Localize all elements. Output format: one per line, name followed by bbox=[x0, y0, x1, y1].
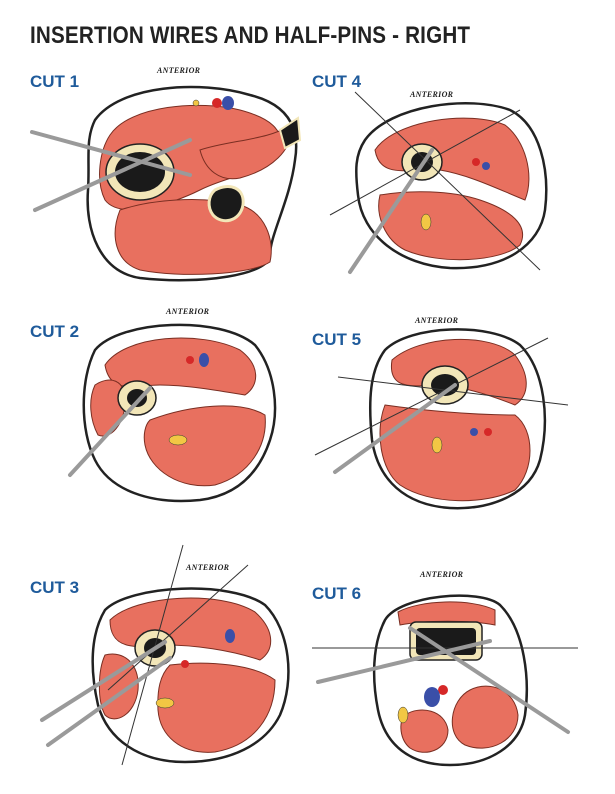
cut-1-artery bbox=[212, 98, 222, 108]
cut-6-anterior-label: ANTERIOR bbox=[420, 570, 464, 579]
cut-5-anterior-label: ANTERIOR bbox=[415, 316, 459, 325]
cut-2-half-pin bbox=[68, 386, 152, 477]
cut-2-vein bbox=[199, 353, 209, 367]
cut-5-nerve bbox=[431, 436, 443, 454]
cut-5-half-pin bbox=[333, 383, 457, 474]
cut-1-wire-a bbox=[30, 130, 192, 177]
cut-3-wire-b bbox=[107, 564, 249, 691]
cut-1-nerve bbox=[192, 99, 200, 107]
cut-6-nerve bbox=[397, 706, 409, 724]
cut-2-label: CUT 2 bbox=[30, 322, 80, 341]
cut-6-half-pin-b bbox=[408, 626, 570, 734]
cut-3-artery bbox=[181, 660, 189, 668]
cut-1-adductors bbox=[199, 124, 292, 180]
cut-4-half-pin bbox=[348, 148, 434, 274]
cut-1-pelvis bbox=[278, 116, 302, 150]
cut-6-artery bbox=[438, 685, 448, 695]
cut-3-anterior-label: ANTERIOR bbox=[186, 563, 230, 572]
cut-2-femur-marrow bbox=[127, 389, 147, 407]
cut-5-posterior-muscles bbox=[379, 404, 531, 502]
cut-2-nerve bbox=[168, 434, 188, 446]
cut-1-wire-b bbox=[33, 138, 192, 212]
cut-1-femur-marrow bbox=[115, 152, 165, 192]
cut-2-artery bbox=[186, 356, 194, 364]
cut-4-nerve bbox=[420, 213, 432, 231]
cut-1-anterior-label: ANTERIOR bbox=[157, 66, 201, 75]
cut-3-wire-a bbox=[121, 544, 184, 766]
cut-3-nerve bbox=[155, 697, 175, 709]
cut-2-anterior-label: ANTERIOR bbox=[166, 307, 210, 316]
cut-1-vein bbox=[222, 96, 234, 110]
cut-4-label: CUT 4 bbox=[312, 72, 362, 91]
cut-2-posterior-muscles bbox=[143, 405, 266, 487]
cut-6-label: CUT 6 bbox=[312, 584, 362, 603]
cut-3-half-pin-b bbox=[46, 656, 172, 747]
page-title: INSERTION WIRES AND HALF-PINS - RIGHT bbox=[30, 22, 471, 49]
cut-1-label: CUT 1 bbox=[30, 72, 80, 91]
cut-5-wire-a bbox=[337, 376, 569, 406]
cut-3-vein bbox=[225, 629, 235, 643]
cut-6-vein bbox=[424, 687, 440, 707]
cut-4-artery bbox=[472, 158, 480, 166]
cut-4-vein bbox=[482, 162, 490, 170]
cut-6-medial-muscle bbox=[400, 709, 449, 753]
cut-1-pubis bbox=[207, 185, 245, 223]
cut-4-wire-a bbox=[354, 91, 541, 271]
cut-4-anterior-label: ANTERIOR bbox=[410, 90, 454, 99]
cut-5-artery bbox=[484, 428, 492, 436]
cut-3-label: CUT 3 bbox=[30, 578, 80, 597]
cut-5-wire-b bbox=[314, 337, 549, 456]
cut-6-half-pin-a bbox=[316, 639, 492, 684]
cut-4-posterior-muscles bbox=[378, 191, 523, 261]
cut-5-label: CUT 5 bbox=[312, 330, 362, 349]
cut-3-half-pin-a bbox=[40, 640, 167, 722]
cut-5-vein bbox=[470, 428, 478, 436]
